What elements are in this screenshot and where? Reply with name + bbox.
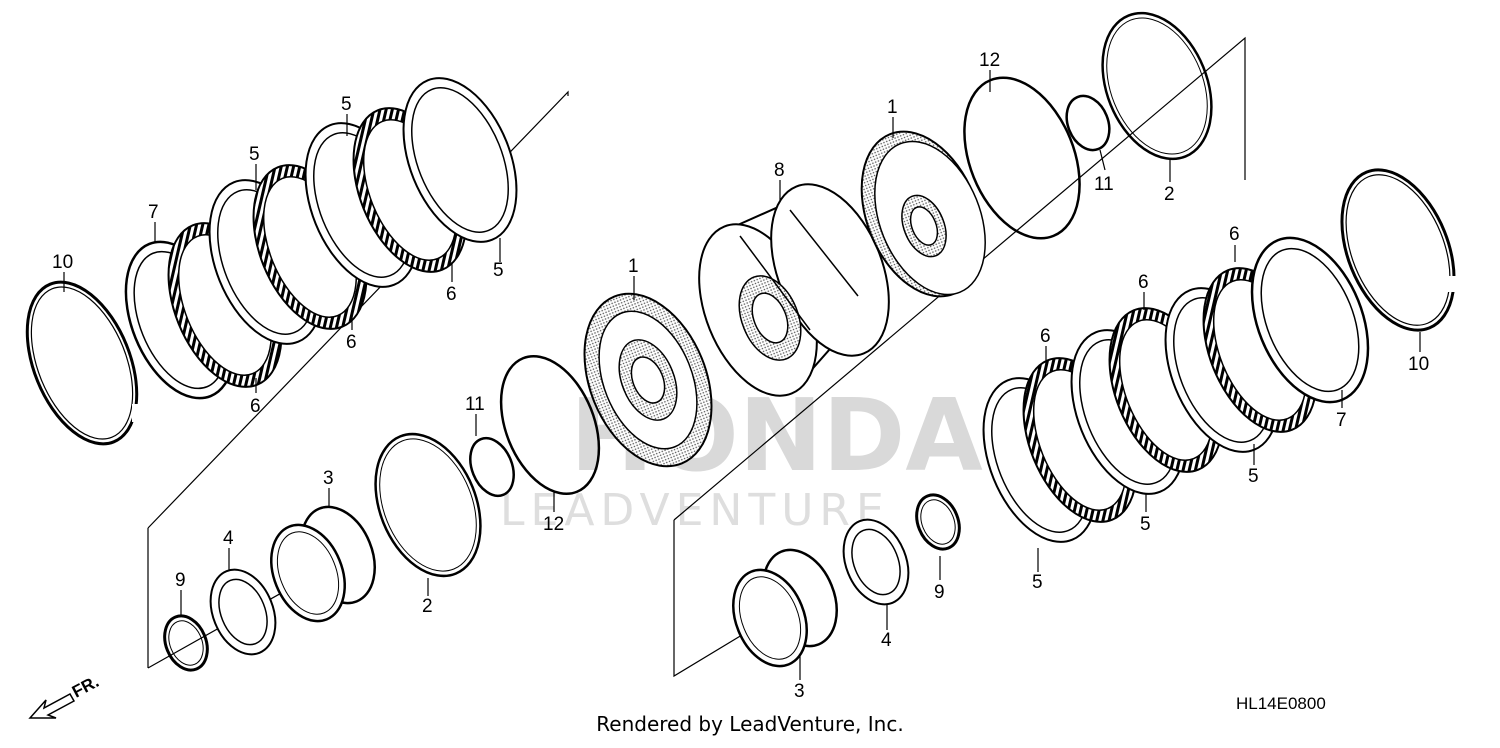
callout-1: 1 — [628, 256, 639, 277]
arrow-icon — [28, 692, 76, 719]
left-box-top — [147, 90, 569, 529]
right-clutch-pack — [982, 168, 1462, 543]
callout-7: 7 — [1336, 410, 1347, 431]
callout-6: 6 — [1040, 326, 1051, 347]
callout-1: 1 — [887, 97, 898, 118]
snap-ring-10-left — [25, 280, 148, 446]
callout-5: 5 — [493, 260, 504, 281]
snap-ring-9-left — [163, 614, 209, 672]
piston-1-left — [583, 292, 713, 468]
right-lower-parts — [732, 493, 961, 668]
callout-9: 9 — [175, 570, 186, 591]
callout-5: 5 — [1032, 572, 1043, 593]
left-lower-parts — [163, 354, 601, 672]
callout-8: 8 — [774, 160, 785, 181]
callout-4: 4 — [881, 630, 892, 651]
left-clutch-pack — [25, 77, 518, 446]
callout-6: 6 — [1229, 224, 1240, 245]
one-way-clutch-4-left — [209, 568, 277, 656]
callout-5: 5 — [249, 144, 260, 165]
ring-2-left — [374, 432, 482, 578]
callout-12: 12 — [543, 514, 564, 535]
leader-lines — [63, 70, 1421, 680]
footer-credit: Rendered by LeadVenture, Inc. — [596, 712, 904, 736]
callout-6: 6 — [346, 332, 357, 353]
watermark: HONDA LEADVENTURE — [500, 377, 983, 536]
callout-3: 3 — [794, 681, 805, 702]
callout-9: 9 — [934, 582, 945, 603]
o-ring-12-left — [499, 354, 601, 496]
callout-2: 2 — [1164, 184, 1175, 205]
piston-1-right — [860, 130, 986, 298]
callout-4: 4 — [223, 528, 234, 549]
seal-ring-3-right — [732, 548, 838, 668]
snap-ring-9-right — [915, 493, 961, 551]
callout-2: 2 — [422, 596, 433, 617]
right-box-top — [673, 36, 1246, 521]
direction-label: FR. — [69, 672, 102, 702]
clutch-drum-8 — [698, 183, 890, 397]
callout-6: 6 — [1138, 272, 1149, 293]
callout-5: 5 — [1248, 466, 1259, 487]
o-ring-11-right — [1065, 94, 1111, 152]
callout-labels: 10 7 5 5 5 6 6 6 1 8 1 12 11 2 11 12 3 4… — [52, 50, 1429, 702]
one-way-clutch-4-right — [842, 518, 910, 606]
callout-7: 7 — [148, 202, 159, 223]
callout-12: 12 — [979, 50, 1000, 71]
friction-disc-6-right-3 — [1202, 267, 1318, 433]
ring-2-right — [1101, 11, 1213, 161]
seal-ring-3-left — [270, 505, 376, 623]
center-assembly — [583, 11, 1213, 468]
callout-5: 5 — [341, 94, 352, 115]
callout-5: 5 — [1140, 514, 1151, 535]
steel-plate-5-left-3 — [402, 77, 518, 243]
o-ring-11-left — [469, 436, 515, 498]
diagram-code: HL14E0800 — [1236, 694, 1326, 713]
callout-6: 6 — [446, 284, 457, 305]
callout-11: 11 — [1094, 174, 1114, 195]
callout-10: 10 — [1408, 354, 1429, 375]
callout-10: 10 — [52, 252, 73, 273]
callout-11: 11 — [465, 394, 485, 415]
callout-6: 6 — [250, 396, 261, 417]
callout-3: 3 — [323, 468, 334, 489]
snap-ring-10-right — [1340, 168, 1462, 332]
